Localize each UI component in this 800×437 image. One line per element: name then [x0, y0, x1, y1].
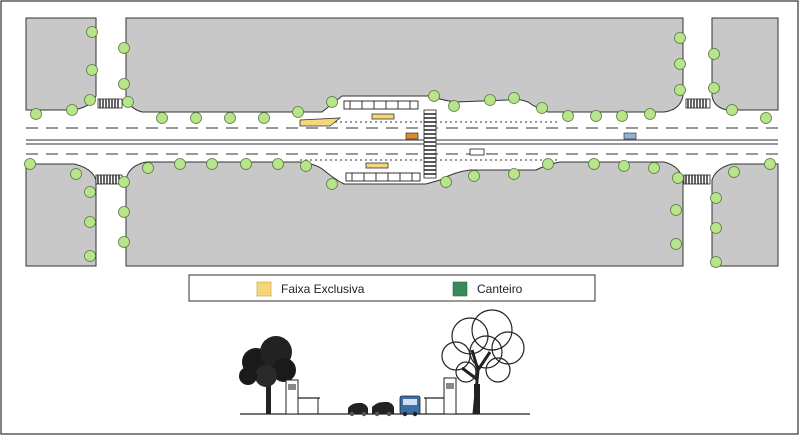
cross-section [239, 309, 530, 417]
tree-icon [710, 256, 722, 268]
bus-stop-icon [424, 377, 457, 415]
car-icon [623, 132, 637, 140]
tree-icon [326, 178, 338, 190]
tree-icon [30, 108, 42, 120]
tree-icon [118, 176, 130, 188]
tree-icon [142, 162, 154, 174]
tree-icon [764, 158, 776, 170]
tree-icon [588, 158, 600, 170]
tree-icon [118, 206, 130, 218]
tree-icon [118, 78, 130, 90]
tree-icon [224, 112, 236, 124]
car-icon [469, 148, 485, 156]
tree-icon [441, 309, 525, 415]
tree-icon [484, 94, 496, 106]
tree-icon [508, 92, 520, 104]
tree-icon [644, 108, 656, 120]
car-icon [405, 132, 419, 140]
block-top-right [711, 17, 779, 111]
tree-icon [728, 166, 740, 178]
tree-icon [122, 96, 134, 108]
tree-icon [674, 32, 686, 44]
bus-stops [299, 100, 421, 182]
block-bottom-left [25, 163, 97, 267]
tree-icon [272, 158, 284, 170]
tree-icon [508, 168, 520, 180]
tree-icon [542, 158, 554, 170]
tree-icon [670, 204, 682, 216]
city-blocks [25, 17, 779, 267]
tree-icon [206, 158, 218, 170]
tree-icon [710, 222, 722, 234]
tree-icon [428, 90, 440, 102]
tree-icon [326, 96, 338, 108]
tree-icon [292, 106, 304, 118]
tree-icon [239, 336, 296, 414]
tree-icon [648, 162, 660, 174]
tree-icon [672, 172, 684, 184]
tree-icon [440, 176, 452, 188]
bus-stop-icon [343, 100, 419, 110]
tree-icon [174, 158, 186, 170]
legend: Faixa Exclusiva Canteiro [188, 274, 596, 302]
tree-icon [86, 26, 98, 38]
tree-icon [562, 110, 574, 122]
tree-icon [258, 112, 270, 124]
tree-icon [674, 58, 686, 70]
tree-icon [66, 104, 78, 116]
tree-icon [708, 82, 720, 94]
tree-icon [24, 158, 36, 170]
bus-stop-icon [285, 379, 320, 415]
crosswalk-icon [683, 174, 711, 185]
tree-icon [760, 112, 772, 124]
exclusive-lane-marker-top [371, 113, 395, 120]
block-bottom-right [711, 163, 779, 267]
car-icon [372, 402, 394, 417]
tree-icon [710, 192, 722, 204]
tree-icon [590, 110, 602, 122]
crosswalks [95, 98, 711, 185]
tree-icon [84, 186, 96, 198]
legend-box [188, 274, 596, 302]
tree-icon [118, 236, 130, 248]
tree-icon [156, 112, 168, 124]
tree-icon [674, 84, 686, 96]
tree-icon [118, 42, 130, 54]
tree-icon [86, 64, 98, 76]
crosswalk-icon [685, 98, 711, 109]
tree-icon [300, 160, 312, 172]
block-bottom-center [125, 161, 684, 267]
crosswalk-icon [97, 98, 123, 109]
tree-icon [190, 112, 202, 124]
car-icon [348, 403, 368, 417]
tree-icon [448, 100, 460, 112]
tree-icon [726, 104, 738, 116]
legend-swatch-faixa [256, 281, 272, 297]
tree-icon [536, 102, 548, 114]
platform-edge-top [299, 117, 342, 127]
tree-icon [84, 94, 96, 106]
tree-icon [618, 160, 630, 172]
crosswalk-icon [423, 109, 437, 179]
bus-icon [399, 395, 421, 417]
tree-icon [616, 110, 628, 122]
exclusive-lane-marker-bottom [365, 162, 389, 169]
bus-stop-icon [345, 172, 421, 182]
tree-icon [84, 250, 96, 262]
legend-label-faixa: Faixa Exclusiva [281, 282, 365, 296]
legend-label-canteiro: Canteiro [477, 282, 523, 296]
legend-swatch-canteiro [452, 281, 468, 297]
tree-icon [468, 170, 480, 182]
tree-icon [70, 168, 82, 180]
tree-icon [240, 158, 252, 170]
plan-vehicles [405, 132, 637, 156]
tree-icon [708, 48, 720, 60]
plan-trees [24, 26, 776, 268]
crosswalk-icon [95, 174, 123, 185]
tree-icon [670, 238, 682, 250]
block-top-center [125, 17, 684, 113]
tree-icon [84, 216, 96, 228]
